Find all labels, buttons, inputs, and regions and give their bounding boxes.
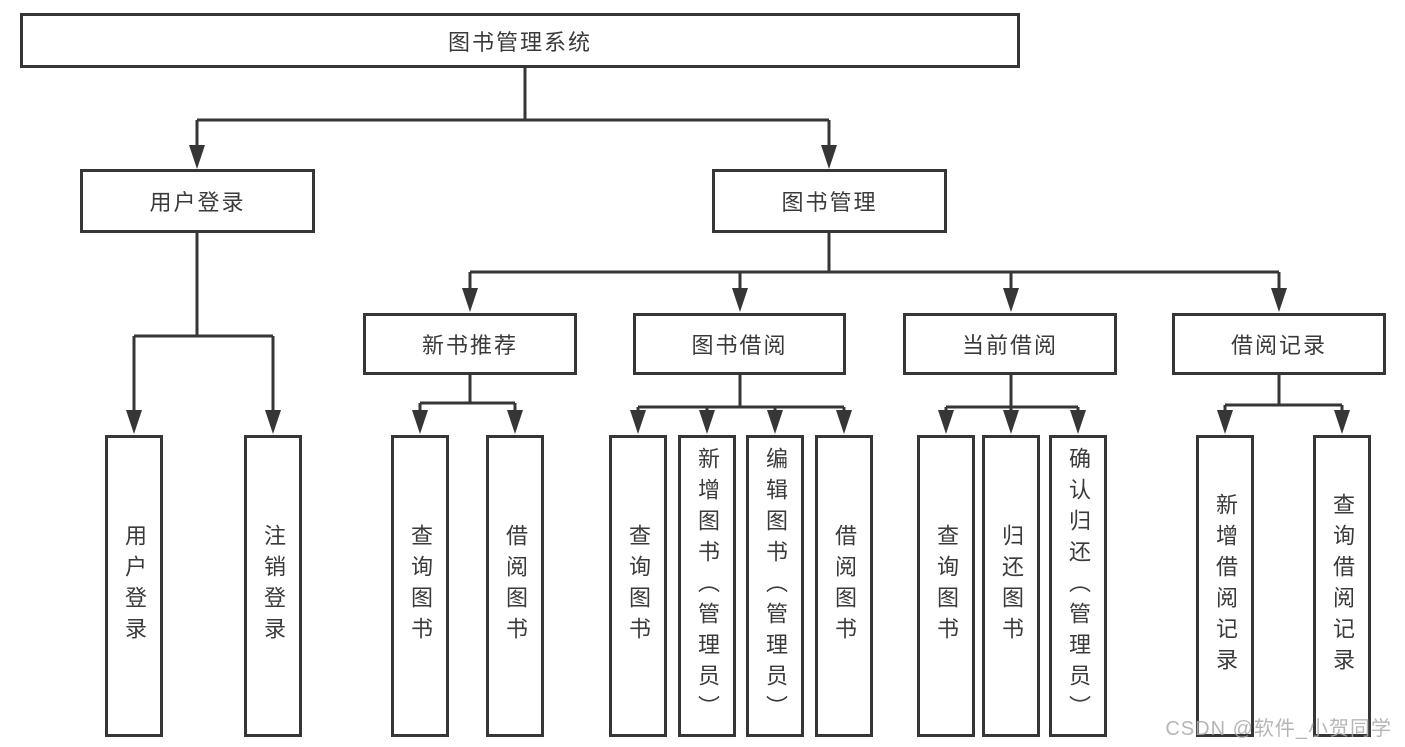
leaf-borrow-books-recommend: 借阅图书	[486, 435, 544, 737]
leaf-user-login: 用户登录	[105, 435, 163, 737]
leaf-confirm-return-admin: 确认归还（管理员）	[1049, 435, 1107, 737]
leaf-query-books-borrow: 查询图书	[609, 435, 667, 737]
node-current-borrow: 当前借阅	[903, 313, 1117, 375]
arrow-down-icon	[1217, 410, 1233, 434]
arrow-down-icon	[699, 410, 715, 434]
arrow-down-icon	[412, 410, 428, 434]
arrow-down-icon	[836, 410, 852, 434]
leaf-borrow-books: 借阅图书	[815, 435, 873, 737]
arrow-down-icon	[630, 410, 646, 434]
arrow-down-icon	[265, 410, 281, 434]
node-root-system: 图书管理系统	[20, 13, 1020, 68]
arrow-down-icon	[821, 145, 837, 169]
leaf-edit-book-admin: 编辑图书（管理员）	[746, 435, 804, 737]
node-borrow-records: 借阅记录	[1172, 313, 1386, 375]
csdn-watermark: CSDN @软件_小贺同学	[1165, 718, 1392, 740]
leaf-logout: 注销登录	[244, 435, 302, 737]
node-new-book-recommend: 新书推荐	[363, 313, 577, 375]
arrow-down-icon	[1334, 410, 1350, 434]
leaf-query-borrow-record: 查询借阅记录	[1313, 435, 1371, 737]
arrow-down-icon	[1003, 410, 1019, 434]
leaf-return-books: 归还图书	[982, 435, 1040, 737]
arrow-down-icon	[938, 410, 954, 434]
node-user-login: 用户登录	[80, 169, 315, 233]
node-book-borrow: 图书借阅	[633, 313, 846, 375]
leaf-add-book-admin: 新增图书（管理员）	[678, 435, 736, 737]
arrow-down-icon	[1070, 410, 1086, 434]
leaf-add-borrow-record: 新增借阅记录	[1196, 435, 1254, 737]
arrow-down-icon	[732, 288, 748, 312]
leaf-query-books-current: 查询图书	[917, 435, 975, 737]
arrow-down-icon	[1003, 288, 1019, 312]
leaf-query-books-recommend: 查询图书	[391, 435, 449, 737]
arrow-down-icon	[126, 410, 142, 434]
arrow-down-icon	[462, 288, 478, 312]
arrow-down-icon	[507, 410, 523, 434]
arrow-down-icon	[189, 145, 205, 169]
arrow-down-icon	[1271, 288, 1287, 312]
node-book-management: 图书管理	[712, 169, 947, 233]
arrow-down-icon	[767, 410, 783, 434]
